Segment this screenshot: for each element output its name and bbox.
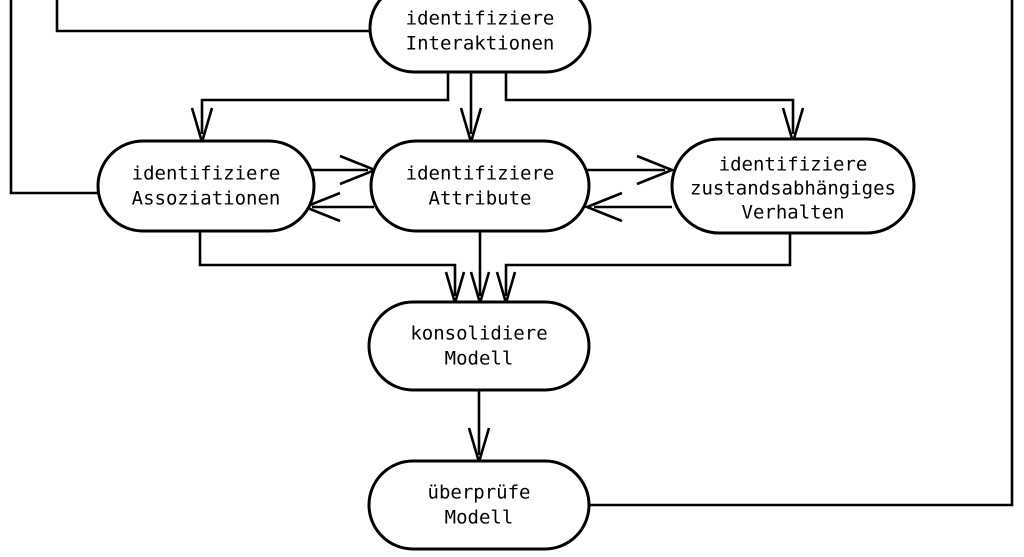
node-identify-attributes[interactable]: identifiziere Attribute: [369, 139, 591, 233]
edge-attributes-to-associations: [301, 191, 374, 223]
node-shape[interactable]: [367, 459, 591, 551]
node-shape[interactable]: [670, 137, 916, 235]
node-label-line-1: identifiziere: [719, 154, 868, 176]
node-label-line-1: überprüfe: [428, 482, 531, 504]
edge-attributes-to-consolidate: [469, 231, 491, 308]
node-identify-interactions[interactable]: identifiziere Interaktionen: [368, 0, 592, 74]
arrow-head-icon: [583, 191, 623, 223]
edge-associations-feedback-left-outer-rail: [9, 0, 106, 195]
node-shape[interactable]: [369, 139, 591, 233]
node-label-line-1: identifiziere: [132, 163, 281, 185]
node-consolidate-model[interactable]: konsolidiere Modell: [367, 300, 591, 392]
node-label-line-1: identifiziere: [406, 8, 555, 30]
node-label-line-1: konsolidiere: [410, 323, 547, 345]
node-identify-associations[interactable]: identifiziere Assoziationen: [96, 139, 316, 233]
edge-path: [55, 0, 372, 33]
edge-interactions-feedback-left-inner-rail: [55, 0, 372, 33]
edge-path: [590, 0, 1014, 507]
edge-state-behaviour-to-consolidate: [495, 233, 792, 308]
arrow-head-icon: [636, 154, 676, 186]
node-shape[interactable]: [367, 300, 591, 392]
node-label-line-2: Modell: [445, 507, 514, 529]
node-verify-model[interactable]: überprüfe Modell: [367, 459, 591, 551]
node-label-line-2: zustandsabhängiges: [690, 178, 896, 200]
edge-consolidate-to-verify: [467, 390, 491, 467]
edge-associations-to-consolidate: [198, 231, 466, 308]
node-label-line-2: Modell: [445, 348, 514, 370]
edge-interactions-to-attributes: [459, 72, 483, 147]
edge-interactions-to-associations: [190, 72, 450, 147]
edge-interactions-to-state-behaviour: [504, 72, 805, 147]
node-shape[interactable]: [96, 139, 316, 233]
edge-path: [9, 0, 106, 195]
edge-verify-feedback-right-rail: [590, 0, 1014, 507]
node-identify-state-dependent-behaviour[interactable]: identifiziere zustandsabhängiges Verhalt…: [670, 137, 916, 235]
node-label-line-3: Verhalten: [742, 202, 845, 224]
edge-path: [200, 72, 450, 134]
node-label-line-2: Interaktionen: [406, 33, 555, 55]
edge-path: [504, 233, 792, 296]
edge-path: [504, 72, 795, 134]
edge-path: [198, 231, 457, 296]
node-label-line-2: Attribute: [429, 188, 532, 210]
edge-associations-to-attributes: [306, 154, 379, 186]
node-shape[interactable]: [368, 0, 592, 74]
edge-state-behaviour-to-attributes: [583, 191, 672, 223]
node-label-line-2: Assoziationen: [132, 188, 281, 210]
edge-attributes-to-state-behaviour: [586, 154, 676, 186]
node-label-line-1: identifiziere: [406, 163, 555, 185]
